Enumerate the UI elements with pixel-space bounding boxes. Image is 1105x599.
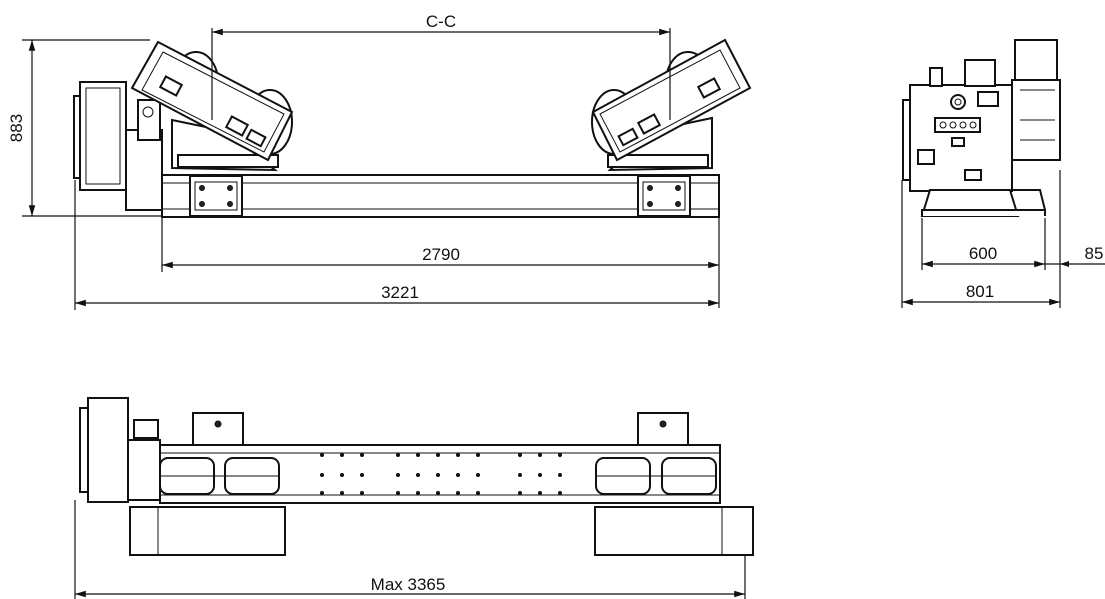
left-base-plate	[189, 175, 243, 217]
right-roller-housing	[591, 38, 752, 172]
overall-length-label: 3221	[381, 283, 419, 302]
rail-beam	[161, 174, 720, 218]
top-right-rollers	[595, 457, 717, 495]
max-length-label: Max 3365	[371, 575, 446, 594]
top-left-rollers	[159, 457, 280, 495]
center-distance-label: C-C	[426, 12, 456, 31]
side-view: 600 85 801	[901, 39, 1105, 308]
top-view: Max 3365	[74, 397, 754, 599]
height-label: 883	[7, 114, 26, 142]
control-box	[73, 81, 163, 211]
roller-width-label: 600	[969, 244, 997, 263]
overall-width-label: 801	[966, 282, 994, 301]
front-view: C-C 883 2790 3221	[7, 12, 752, 310]
side-offset-label: 85	[1085, 244, 1104, 263]
right-base-plate	[637, 175, 691, 217]
rail-length-label: 2790	[422, 245, 460, 264]
